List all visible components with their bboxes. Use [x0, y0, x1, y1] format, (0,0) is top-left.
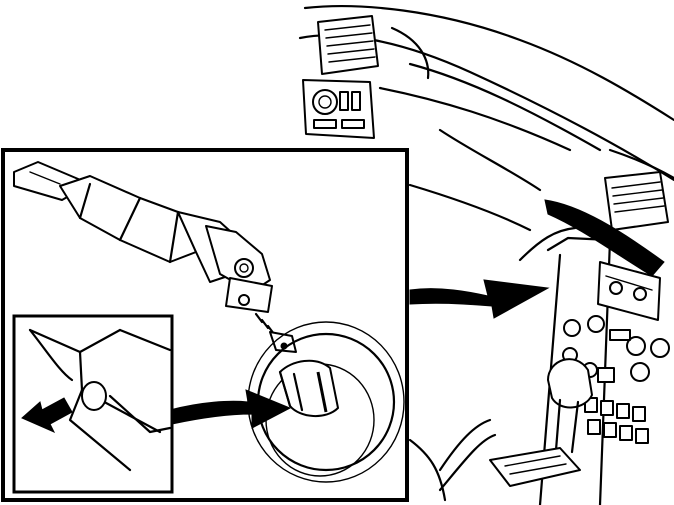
detail-inset	[1, 148, 409, 502]
gear-selector	[408, 358, 593, 502]
dashboard-interior	[298, 5, 674, 277]
callout-arrow-console-to-inset	[409, 279, 550, 319]
arrow-shaft-onto-pinion	[169, 389, 292, 429]
air-vent-right	[604, 171, 669, 231]
universal-joint	[177, 211, 273, 313]
arrow-pointer-in-detail	[21, 397, 73, 434]
air-vent-left	[317, 15, 379, 75]
light-switch-panel	[302, 79, 375, 139]
detail-sub-inset	[12, 314, 174, 494]
